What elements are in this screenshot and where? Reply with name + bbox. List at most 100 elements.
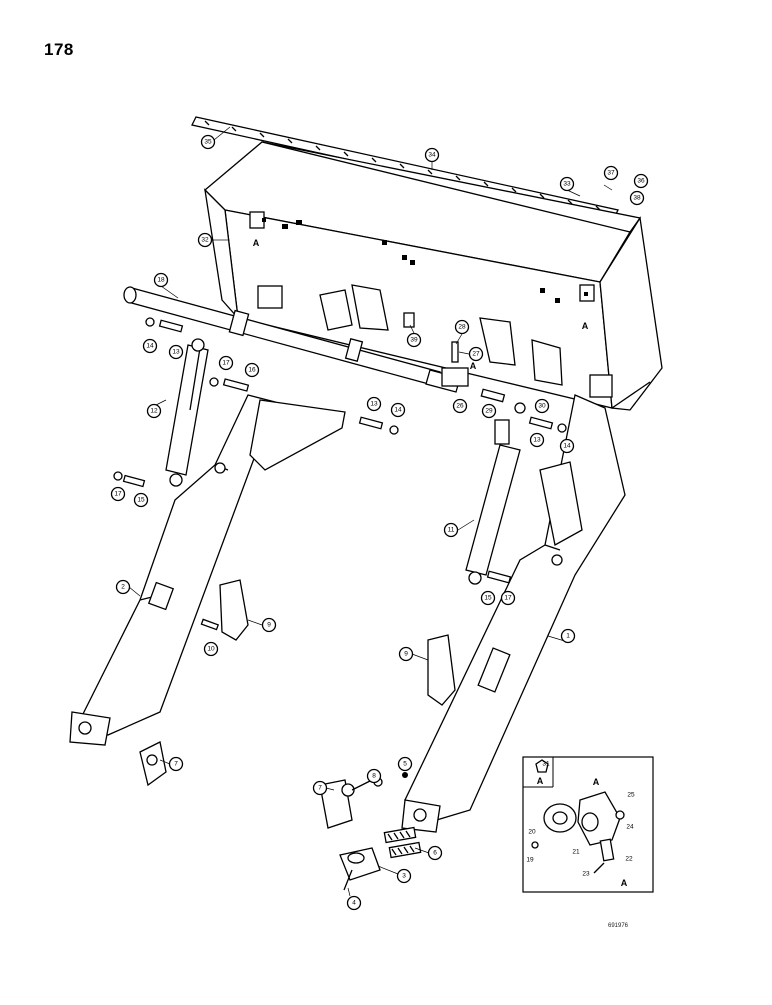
svg-text:13: 13 xyxy=(172,349,180,356)
callout-2: 2 xyxy=(115,579,131,595)
callout-22: 22 xyxy=(625,856,633,863)
callout-13b: 13 xyxy=(366,396,382,412)
callout-38: 38 xyxy=(629,190,645,206)
svg-text:1: 1 xyxy=(566,633,570,640)
pins-right xyxy=(528,416,567,433)
ref-letter-a: A xyxy=(253,238,260,248)
svg-text:13: 13 xyxy=(533,437,541,444)
svg-text:17: 17 xyxy=(114,491,122,498)
svg-text:32: 32 xyxy=(201,237,209,244)
svg-text:13: 13 xyxy=(370,401,378,408)
callout-15b: 15 xyxy=(480,590,496,606)
callout-32: 32 xyxy=(197,232,213,248)
callout-4: 4 xyxy=(346,895,362,911)
callout-11: 11 xyxy=(443,522,459,538)
svg-text:10: 10 xyxy=(207,646,215,653)
svg-text:31: 31 xyxy=(542,761,550,768)
svg-text:34: 34 xyxy=(428,152,436,159)
svg-text:25: 25 xyxy=(627,792,635,799)
svg-text:16: 16 xyxy=(248,367,256,374)
svg-text:17: 17 xyxy=(504,595,512,602)
callout-15a: 15 xyxy=(133,492,149,508)
page-number: 178 xyxy=(44,40,74,59)
callout-9b: 9 xyxy=(398,646,414,662)
callout-1: 1 xyxy=(560,628,576,644)
svg-text:12: 12 xyxy=(150,408,158,415)
svg-text:18: 18 xyxy=(157,277,165,284)
callouts: 35 34 33 37 36 38 32 18 39 28 27 14 13 1… xyxy=(110,134,649,911)
springs-6 xyxy=(383,826,422,859)
svg-text:15: 15 xyxy=(484,595,492,602)
svg-text:9: 9 xyxy=(404,651,408,658)
svg-text:30: 30 xyxy=(538,403,546,410)
callout-7a: 7 xyxy=(168,756,184,772)
svg-text:20: 20 xyxy=(528,829,536,836)
ref-letter-a: A xyxy=(470,361,477,371)
callout-17b: 17 xyxy=(110,486,126,502)
svg-text:36: 36 xyxy=(637,178,645,185)
svg-text:8: 8 xyxy=(372,773,376,780)
svg-text:14: 14 xyxy=(563,443,571,450)
callout-34: 34 xyxy=(424,147,440,163)
loader-arm-2 xyxy=(69,394,346,746)
callout-17c: 17 xyxy=(500,590,516,606)
svg-text:24: 24 xyxy=(626,824,634,831)
callout-26: 26 xyxy=(452,398,468,414)
svg-text:17: 17 xyxy=(222,360,230,367)
callout-35: 35 xyxy=(200,134,216,150)
svg-text:23: 23 xyxy=(582,871,590,878)
svg-text:9: 9 xyxy=(267,622,271,629)
svg-text:22: 22 xyxy=(625,856,633,863)
svg-text:29: 29 xyxy=(485,408,493,415)
mounts-7-3 xyxy=(139,741,408,891)
callout-14a: 14 xyxy=(142,338,158,354)
ref-letter-a: A xyxy=(621,878,628,888)
svg-text:39: 39 xyxy=(410,337,418,344)
svg-text:7: 7 xyxy=(318,785,322,792)
pins-left xyxy=(113,317,399,488)
svg-text:4: 4 xyxy=(352,900,356,907)
callout-39: 39 xyxy=(406,332,422,348)
svg-text:15: 15 xyxy=(137,497,145,504)
svg-text:38: 38 xyxy=(633,195,641,202)
callout-6: 6 xyxy=(427,845,443,861)
callout-18: 18 xyxy=(153,272,169,288)
callout-31: 31 xyxy=(542,761,550,768)
callout-29: 29 xyxy=(481,403,497,419)
svg-text:27: 27 xyxy=(472,351,480,358)
detail-inset xyxy=(522,756,654,893)
callout-14c: 14 xyxy=(559,438,575,454)
callout-5: 5 xyxy=(397,756,413,772)
cylinder-11 xyxy=(465,419,527,591)
callout-20: 20 xyxy=(528,829,536,836)
ref-letter-a: A xyxy=(593,777,600,787)
callout-14b: 14 xyxy=(390,402,406,418)
callout-17a: 17 xyxy=(218,355,234,371)
callout-33: 33 xyxy=(559,176,575,192)
svg-text:6: 6 xyxy=(433,850,437,857)
svg-text:28: 28 xyxy=(458,324,466,331)
callout-21: 21 xyxy=(572,849,580,856)
callout-37: 37 xyxy=(603,165,619,181)
svg-text:14: 14 xyxy=(146,343,154,350)
callout-3: 3 xyxy=(396,868,412,884)
ref-letter-a: A xyxy=(537,776,544,786)
svg-text:21: 21 xyxy=(572,849,580,856)
svg-text:37: 37 xyxy=(607,170,615,177)
svg-text:3: 3 xyxy=(402,873,406,880)
svg-text:14: 14 xyxy=(394,407,402,414)
callout-28: 28 xyxy=(454,319,470,335)
callout-16: 16 xyxy=(244,362,260,378)
callout-23: 23 xyxy=(582,871,590,878)
small-parts-center xyxy=(403,312,526,414)
cylinder-12 xyxy=(165,338,209,487)
callout-30: 30 xyxy=(534,398,550,414)
callout-13a: 13 xyxy=(168,344,184,360)
callout-10: 10 xyxy=(203,641,219,657)
svg-text:7: 7 xyxy=(174,761,178,768)
reference-letters: A A A A A A xyxy=(253,238,628,888)
svg-text:11: 11 xyxy=(448,527,455,534)
loader-arm-1 xyxy=(401,394,626,833)
